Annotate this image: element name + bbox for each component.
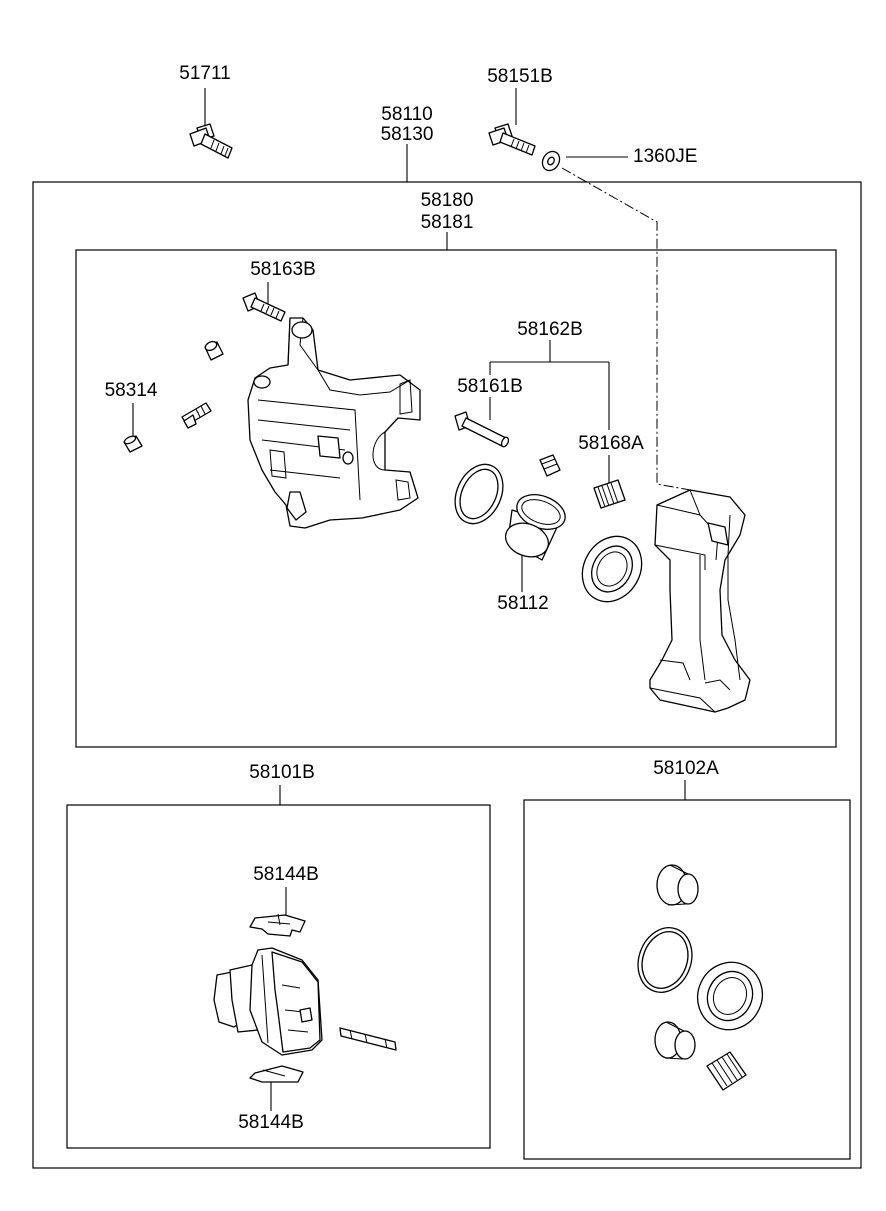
label-bolt-51711: 51711	[179, 63, 231, 84]
label-pad-spring-bottom: 58144B	[238, 1112, 304, 1133]
seal-kit-frame	[523, 799, 851, 1160]
pad-spring-top-icon	[249, 913, 306, 937]
dust-cap-icon	[204, 340, 224, 361]
anti-rattle-clip-icon	[339, 1027, 397, 1051]
seal-kit-ring-icon	[637, 927, 693, 993]
label-assembly-2: 58130	[380, 124, 434, 145]
dust-boot-icon	[581, 535, 643, 603]
label-pin-boot: 58168A	[578, 433, 644, 454]
label-bleeder: 58314	[104, 380, 158, 401]
bleeder-cap-icon	[123, 435, 143, 453]
seal-kit-dust-boot-icon	[696, 961, 764, 1031]
label-assembly-1: 58110	[381, 104, 433, 125]
label-bolt-58151b: 58151B	[487, 66, 553, 87]
seal-kit-pin-boot-icon	[706, 1051, 747, 1091]
caliper-housing-icon	[247, 317, 421, 529]
bolt-58151b-icon	[488, 123, 536, 156]
seal-kit-boot-bottom-icon	[654, 1021, 696, 1060]
pad-spring-bottom-icon	[249, 1065, 304, 1083]
bleeder-screw-icon	[181, 402, 212, 429]
label-piston: 58112	[497, 593, 549, 614]
brake-pads-icon	[213, 947, 323, 1056]
label-caliper-2: 58181	[420, 212, 474, 233]
label-pin-kit: 58162B	[517, 319, 583, 340]
pad-kit-frame	[66, 804, 491, 1149]
label-guide-bolt: 58163B	[250, 259, 316, 280]
guide-bolt-icon	[242, 292, 286, 322]
washer-icon	[541, 150, 561, 172]
caliper-frame	[75, 249, 837, 748]
bolt-51711-icon	[189, 123, 233, 159]
label-guide-pin: 58161B	[457, 376, 523, 397]
leader-lines	[132, 88, 686, 1111]
outer-assembly-frame	[32, 181, 862, 1169]
piston-seal-icon	[454, 463, 504, 525]
label-caliper-1: 58180	[420, 190, 474, 211]
label-seal-kit: 58102A	[653, 758, 719, 779]
washer-dashed-line	[561, 167, 691, 491]
label-washer: 1360JE	[633, 146, 698, 167]
label-pad-kit: 58101B	[249, 762, 315, 783]
seal-kit-boot-top-icon	[656, 864, 699, 906]
piston-icon	[504, 494, 566, 561]
caliper-carrier-icon	[649, 489, 751, 713]
pin-boot-small-icon	[539, 454, 561, 477]
guide-pin-icon	[454, 411, 510, 448]
label-pad-spring-top: 58144B	[253, 864, 319, 885]
pin-boot-icon	[593, 479, 626, 509]
